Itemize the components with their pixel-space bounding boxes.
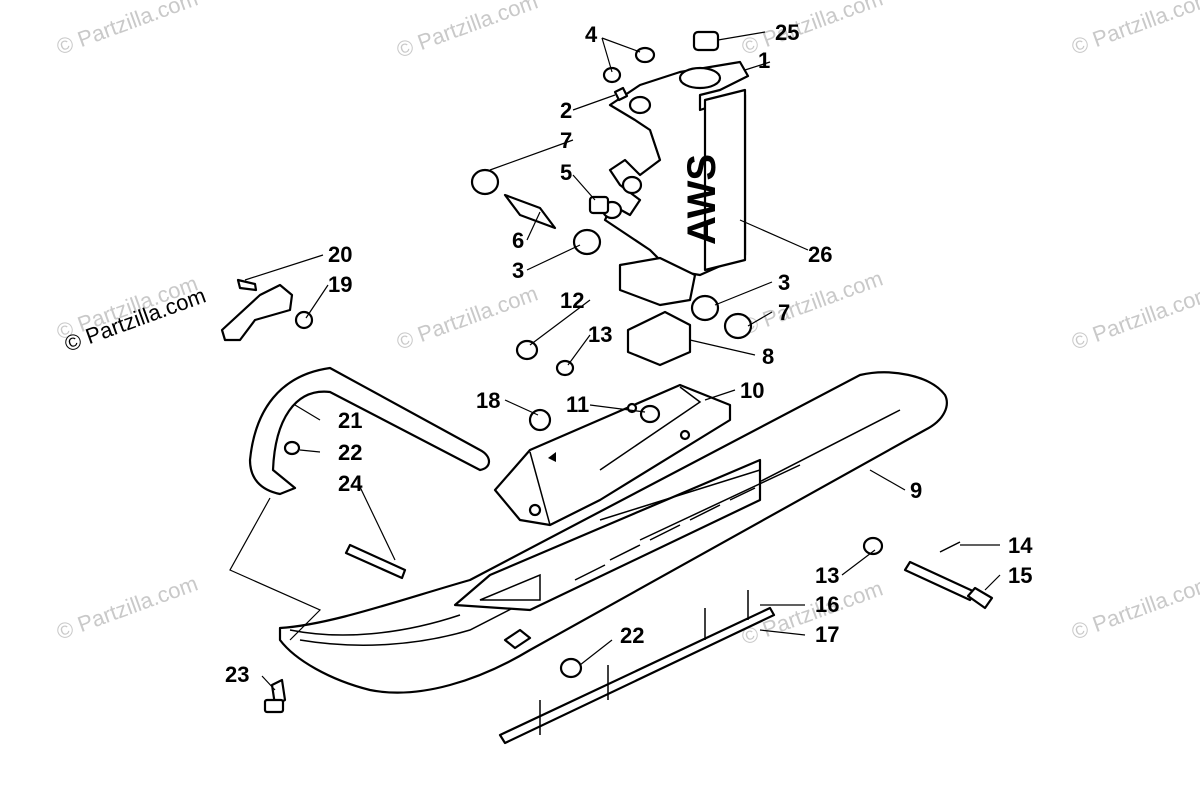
callout-number: 22 [620, 623, 644, 648]
watermark: © Partzilla.com [1068, 281, 1200, 355]
watermark: © Partzilla.com [1068, 0, 1200, 60]
callout-number: 8 [762, 344, 774, 369]
callout-number: 24 [338, 471, 363, 496]
callout-number: 16 [815, 592, 839, 617]
callout-number: 4 [585, 22, 598, 47]
callout-number: 19 [328, 272, 352, 297]
watermark: © Partzilla.com [738, 266, 886, 340]
callout-number: 25 [775, 20, 799, 45]
ski [278, 371, 948, 694]
callout-number: 7 [778, 300, 790, 325]
callout-number: 12 [560, 288, 584, 313]
callout-number: 21 [338, 408, 362, 433]
aws-decal: AWS [680, 154, 724, 245]
callout-number: 14 [1008, 533, 1033, 558]
watermark: © Partzilla.com [1068, 571, 1200, 645]
ski-loop-handle [248, 366, 491, 496]
callout-number: 18 [476, 388, 500, 413]
callout-number: 17 [815, 622, 839, 647]
callout-number: 13 [815, 563, 839, 588]
callout-number: 11 [566, 392, 589, 417]
callout-number: 9 [910, 478, 922, 503]
callouts: 1 2 3 3 4 5 6 7 7 8 9 10 11 12 13 13 14 … [225, 20, 1033, 687]
watermark: © Partzilla.com [393, 0, 541, 63]
wear-bar [498, 590, 776, 745]
callout-number: 7 [560, 128, 572, 153]
callout-number: 3 [778, 270, 790, 295]
callout-number: 6 [512, 228, 524, 253]
callout-number: 13 [588, 322, 612, 347]
leader-lines [229, 31, 1001, 691]
callout-number: 5 [560, 160, 572, 185]
callout-number: 22 [338, 440, 362, 465]
callout-number: 2 [560, 98, 572, 123]
callout-number: 15 [1008, 563, 1032, 588]
hardware [220, 30, 994, 714]
callout-number: 10 [740, 378, 764, 403]
spindle: AWS [601, 60, 750, 307]
callout-number: 26 [808, 242, 832, 267]
watermark: © Partzilla.com [53, 0, 201, 60]
callout-number: 1 [758, 48, 770, 73]
watermark: © Partzilla.com [53, 571, 201, 645]
callout-number: 23 [225, 662, 249, 687]
callout-number: 20 [328, 242, 352, 267]
callout-number: 3 [512, 258, 524, 283]
